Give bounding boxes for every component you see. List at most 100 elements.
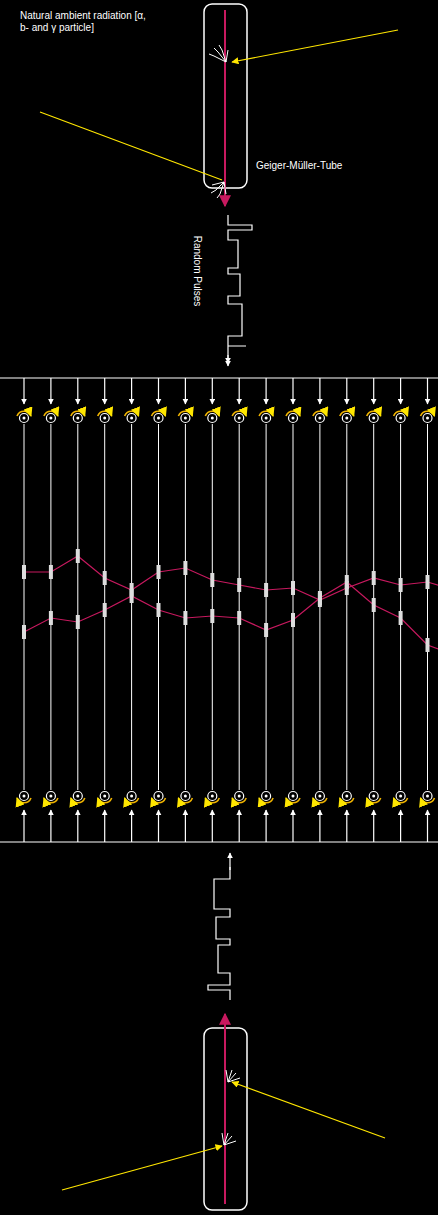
pulley: [127, 414, 136, 423]
drive-line: [158, 378, 159, 404]
pulley: [73, 414, 82, 423]
drive-line: [266, 810, 267, 842]
drive-line: [212, 378, 213, 404]
string: [50, 424, 51, 790]
string-curve: [24, 556, 438, 600]
pulley: [342, 792, 351, 801]
ionization-burst: [209, 45, 228, 62]
ionization-burst: [226, 1070, 240, 1082]
slider-marker: [291, 613, 295, 627]
slider-marker: [399, 578, 403, 592]
pulley: [46, 792, 55, 801]
radiation-ray: [232, 30, 398, 62]
rotation-arrow: [98, 798, 112, 803]
rotation-arrow: [17, 411, 31, 416]
drive-line: [239, 810, 240, 842]
string: [239, 424, 240, 790]
slider-marker: [345, 575, 349, 589]
slider-marker: [318, 591, 322, 605]
rotation-arrow: [125, 798, 139, 803]
rotation-arrow: [232, 411, 246, 416]
rotation-arrow: [205, 411, 219, 416]
pulley: [423, 414, 432, 423]
string: [346, 424, 347, 790]
pulse-train: [208, 867, 230, 1000]
pulley-axle: [23, 417, 26, 420]
slider-marker: [49, 611, 53, 625]
drive-line: [346, 378, 347, 404]
string: [185, 424, 186, 790]
drive-line: [319, 810, 320, 842]
slider-marker: [264, 623, 268, 637]
drive-line: [131, 810, 132, 842]
pulse-bus: [0, 841, 438, 842]
drive-line: [50, 378, 51, 404]
pulley-axle: [184, 795, 187, 798]
pulley-axle: [130, 795, 133, 798]
rotation-arrow: [259, 411, 273, 416]
drive-line: [158, 810, 159, 842]
pulley-axle: [372, 795, 375, 798]
pulley: [73, 792, 82, 801]
string: [24, 424, 25, 790]
drive-line: [427, 378, 428, 404]
radiation-ray: [232, 1082, 385, 1138]
pulley: [20, 792, 29, 801]
string: [212, 424, 213, 790]
rotation-arrow: [421, 411, 435, 416]
slider-marker: [210, 573, 214, 587]
radiation-ray: [40, 112, 222, 180]
rotation-arrow: [313, 798, 327, 803]
rotation-arrow: [394, 411, 408, 416]
pulley-axle: [157, 417, 160, 420]
drive-line: [373, 378, 374, 404]
pulley-axle: [318, 795, 321, 798]
rotation-arrow: [152, 798, 166, 803]
drive-line: [400, 378, 401, 404]
drive-line: [23, 810, 24, 842]
slider-marker: [372, 598, 376, 612]
rotation-arrow: [232, 798, 246, 803]
pulley-axle: [292, 795, 295, 798]
pulley-axle: [49, 417, 52, 420]
pulley: [100, 414, 109, 423]
pulley: [396, 414, 405, 423]
rotation-arrow: [71, 798, 85, 803]
slider-marker: [264, 583, 268, 597]
pulley-axle: [399, 795, 402, 798]
rotation-arrow: [340, 798, 354, 803]
pulley: [181, 414, 190, 423]
pulse-label: Random Pulses: [191, 236, 203, 307]
slider-marker: [210, 609, 214, 623]
pulley-axle: [76, 795, 79, 798]
pulley: [396, 792, 405, 801]
slider-marker: [291, 581, 295, 595]
rotation-arrow: [286, 411, 300, 416]
string-curve: [24, 582, 438, 655]
pulley-axle: [345, 795, 348, 798]
pulley: [154, 792, 163, 801]
slider-marker: [399, 611, 403, 625]
radiation-label: Natural ambient radiation [α, b- and γ p…: [20, 10, 150, 34]
drive-line: [77, 810, 78, 842]
drive-line: [266, 378, 267, 404]
pulley: [154, 414, 163, 423]
rotation-arrow: [98, 411, 112, 416]
drive-line: [131, 378, 132, 404]
rotation-arrow: [71, 411, 85, 416]
slider-marker: [157, 565, 161, 579]
pulley: [262, 414, 271, 423]
rotation-arrow: [44, 798, 58, 803]
pulley: [208, 792, 217, 801]
drive-line: [104, 810, 105, 842]
rotation-arrow: [259, 798, 273, 803]
pulley-axle: [265, 417, 268, 420]
pulley: [127, 792, 136, 801]
pulley: [20, 414, 29, 423]
slider-marker: [372, 571, 376, 585]
pulley-axle: [318, 417, 321, 420]
pulley-axle: [23, 795, 26, 798]
rotation-arrow: [152, 411, 166, 416]
pulley-axle: [426, 795, 429, 798]
slider-marker: [76, 615, 80, 629]
